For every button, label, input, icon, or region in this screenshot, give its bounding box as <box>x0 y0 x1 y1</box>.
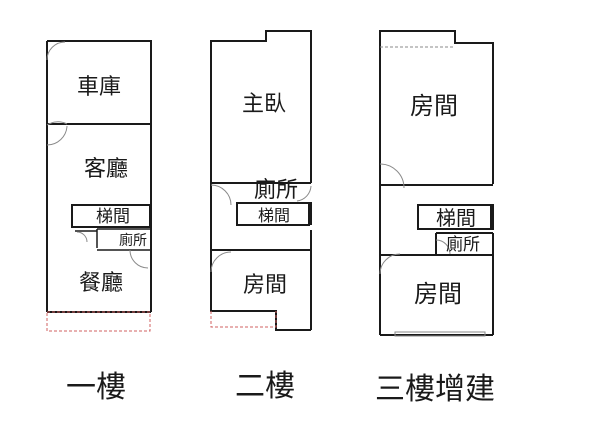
floor-1-room-1: 車庫 <box>77 75 121 100</box>
floor-2-room-1: 主臥 <box>242 92 286 117</box>
floor-2-outdoor-area <box>210 311 277 328</box>
floor-1-plan: 車庫 客廳 梯間 廁所 餐廳 一樓 <box>46 40 152 405</box>
floor-2-doors <box>210 184 312 273</box>
floor-2-plan: 主臥 廁所 梯間 房間 二樓 <box>210 30 312 404</box>
floor-3-doors <box>379 163 451 275</box>
floor-3-room-4: 房間 <box>414 280 462 308</box>
floor-3-title: 三樓增建 <box>375 372 495 407</box>
floor-2-room-4: 房間 <box>243 273 287 298</box>
floor-2-room-3: 梯間 <box>258 206 290 225</box>
floor-1-room-3: 梯間 <box>96 207 130 227</box>
floor-3-window <box>394 331 486 337</box>
floor-1-doors <box>46 41 149 269</box>
floor-1-room-5: 餐廳 <box>79 271 123 296</box>
floor-1-room-4: 廁所 <box>119 232 147 249</box>
floor-1-title: 一樓 <box>66 370 126 405</box>
floor-1-outdoor-area <box>46 311 151 332</box>
floor-3-room-1: 房間 <box>410 92 458 120</box>
floor-1-room-2: 客廳 <box>84 157 128 182</box>
floor-3-room-2: 梯間 <box>436 206 476 230</box>
floor-3-plan: 房間 梯間 廁所 房間 三樓增建 <box>375 30 495 407</box>
floor-3-room-3: 廁所 <box>446 234 480 255</box>
floor-2-title: 二樓 <box>235 369 295 404</box>
floor-3-walls <box>379 30 494 336</box>
floor-2-room-2: 廁所 <box>254 178 298 203</box>
